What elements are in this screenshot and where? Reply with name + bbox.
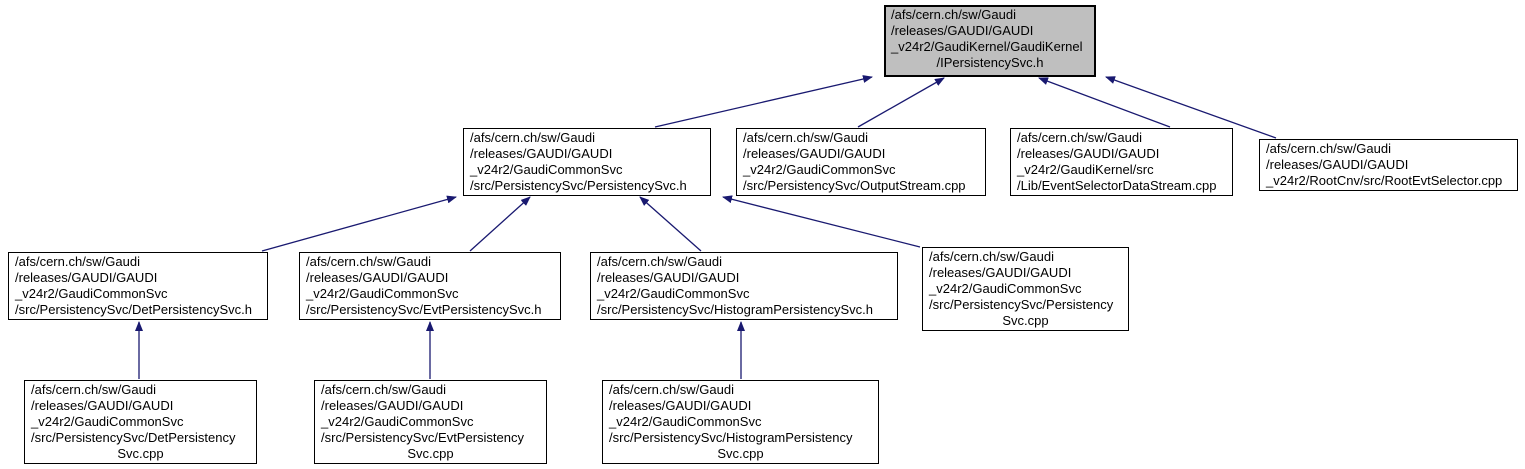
node-path-line: _v24r2/GaudiCommonSvc [609, 414, 762, 429]
node-rootevtselector-cpp[interactable]: /afs/cern.ch/sw/Gaudi /releases/GAUDI/GA… [1259, 139, 1518, 191]
node-path-line: _v24r2/GaudiCommonSvc [31, 414, 184, 429]
node-histogrampersistencysvc-h[interactable]: /afs/cern.ch/sw/Gaudi /releases/GAUDI/GA… [590, 252, 898, 320]
edge-histogrampersistencysvc-h-to-persistencysvc-h [639, 196, 702, 252]
node-path-line: /src/PersistencySvc/HistogramPersistency [609, 430, 853, 445]
node-path-line: /afs/cern.ch/sw/Gaudi [470, 130, 595, 145]
node-path-line: /releases/GAUDI/GAUDI [1266, 157, 1409, 172]
node-path-line: _v24r2/GaudiCommonSvc [321, 414, 474, 429]
node-path-line: /Lib/EventSelectorDataStream.cpp [1017, 178, 1217, 193]
node-path-line: /releases/GAUDI/GAUDI [743, 146, 886, 161]
node-path-line: /releases/GAUDI/GAUDI [470, 146, 613, 161]
node-path-line: /releases/GAUDI/GAUDI [31, 398, 174, 413]
node-path-line: Svc.cpp [717, 446, 764, 461]
node-path-line: _v24r2/GaudiCommonSvc [743, 162, 896, 177]
node-path-line: /src/PersistencySvc/HistogramPersistency… [597, 302, 873, 317]
node-histogrampersistencysvc-cpp[interactable]: /afs/cern.ch/sw/Gaudi /releases/GAUDI/GA… [602, 380, 879, 464]
node-path-line: /afs/cern.ch/sw/Gaudi [1017, 130, 1142, 145]
node-path-line: Svc.cpp [1002, 313, 1049, 328]
node-path-line: /src/PersistencySvc/OutputStream.cpp [743, 178, 966, 193]
node-path-line: /releases/GAUDI/GAUDI [15, 270, 158, 285]
node-ipersistencysvc-h[interactable]: /afs/cern.ch/sw/Gaudi /releases/GAUDI/GA… [884, 5, 1096, 77]
node-path-line: _v24r2/RootCnv/src/RootEvtSelector.cpp [1266, 173, 1503, 188]
node-path-line: _v24r2/GaudiCommonSvc [306, 286, 459, 301]
edge-rootevtselector-cpp-to-ipersistencysvc-h [1105, 76, 1277, 139]
node-path-line: _v24r2/GaudiKernel/src [1017, 162, 1154, 177]
node-path-line: /afs/cern.ch/sw/Gaudi [321, 382, 446, 397]
node-path-line: /afs/cern.ch/sw/Gaudi [597, 254, 722, 269]
node-path-line: /src/PersistencySvc/DetPersistency [31, 430, 236, 445]
node-path-line: /afs/cern.ch/sw/Gaudi [609, 382, 734, 397]
node-path-line: _v24r2/GaudiCommonSvc [15, 286, 168, 301]
node-path-line: _v24r2/GaudiKernel/GaudiKernel [891, 39, 1083, 54]
node-persistencysvc-h[interactable]: /afs/cern.ch/sw/Gaudi /releases/GAUDI/GA… [463, 128, 711, 196]
node-path-line: /releases/GAUDI/GAUDI [597, 270, 740, 285]
node-path-line: /afs/cern.ch/sw/Gaudi [31, 382, 156, 397]
node-path-line: /afs/cern.ch/sw/Gaudi [743, 130, 868, 145]
node-path-line: /releases/GAUDI/GAUDI [609, 398, 752, 413]
node-path-line: _v24r2/GaudiCommonSvc [470, 162, 623, 177]
node-path-line: _v24r2/GaudiCommonSvc [597, 286, 750, 301]
node-path-line: /afs/cern.ch/sw/Gaudi [891, 7, 1016, 22]
node-detpersistencysvc-cpp[interactable]: /afs/cern.ch/sw/Gaudi /releases/GAUDI/GA… [24, 380, 257, 464]
node-path-line: /src/PersistencySvc/EvtPersistencySvc.h [306, 302, 542, 317]
node-persistencysvc-cpp[interactable]: /afs/cern.ch/sw/Gaudi /releases/GAUDI/GA… [922, 247, 1129, 331]
node-path-line: /afs/cern.ch/sw/Gaudi [15, 254, 140, 269]
node-detpersistencysvc-h[interactable]: /afs/cern.ch/sw/Gaudi /releases/GAUDI/GA… [8, 252, 268, 320]
node-path-line: /src/PersistencySvc/PersistencySvc.h [470, 178, 687, 193]
edge-detpersistencysvc-h-to-persistencysvc-h [261, 195, 457, 252]
node-path-line: /src/PersistencySvc/DetPersistencySvc.h [15, 302, 252, 317]
node-path-line: /releases/GAUDI/GAUDI [321, 398, 464, 413]
node-path-line: Svc.cpp [117, 446, 164, 461]
node-path-line: /releases/GAUDI/GAUDI [891, 23, 1034, 38]
node-path-line: /releases/GAUDI/GAUDI [1017, 146, 1160, 161]
edge-persistencysvc-h-to-ipersistencysvc-h [654, 75, 873, 128]
node-evtpersistencysvc-h[interactable]: /afs/cern.ch/sw/Gaudi /releases/GAUDI/GA… [299, 252, 561, 320]
edge-eventselectordatastream-cpp-to-ipersistencysvc-h [1038, 77, 1171, 128]
node-path-line: /afs/cern.ch/sw/Gaudi [929, 249, 1054, 264]
node-path-line: Svc.cpp [407, 446, 454, 461]
node-eventselectordatastream-cpp[interactable]: /afs/cern.ch/sw/Gaudi /releases/GAUDI/GA… [1010, 128, 1233, 196]
node-path-line: /releases/GAUDI/GAUDI [929, 265, 1072, 280]
node-path-line: /src/PersistencySvc/EvtPersistency [321, 430, 524, 445]
edge-persistencysvc-cpp-to-persistencysvc-h [722, 195, 921, 248]
edge-evtpersistencysvc-h-to-persistencysvc-h [469, 196, 531, 252]
node-path-line: /releases/GAUDI/GAUDI [306, 270, 449, 285]
edge-outputstream-cpp-to-ipersistencysvc-h [857, 77, 945, 128]
node-path-line: /afs/cern.ch/sw/Gaudi [306, 254, 431, 269]
node-path-line: /IPersistencySvc.h [936, 55, 1044, 70]
node-path-line: /afs/cern.ch/sw/Gaudi [1266, 141, 1391, 156]
node-path-line: /src/PersistencySvc/Persistency [929, 297, 1114, 312]
node-evtpersistencysvc-cpp[interactable]: /afs/cern.ch/sw/Gaudi /releases/GAUDI/GA… [314, 380, 547, 464]
node-path-line: _v24r2/GaudiCommonSvc [929, 281, 1082, 296]
node-outputstream-cpp[interactable]: /afs/cern.ch/sw/Gaudi /releases/GAUDI/GA… [736, 128, 986, 196]
